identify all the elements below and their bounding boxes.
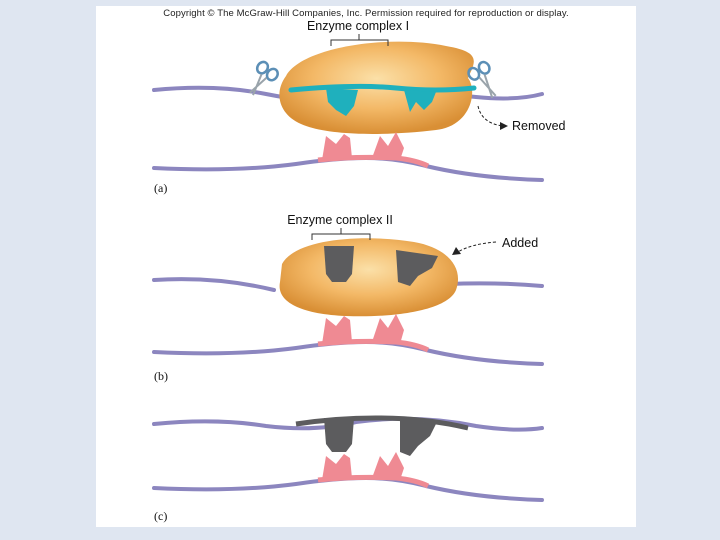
removed-label: Removed [512, 119, 566, 133]
panel-b-label: (b) [154, 369, 168, 383]
panel-a-label: (a) [154, 181, 167, 195]
bottom-strand-c [154, 478, 542, 500]
gray-base-1c [324, 418, 354, 452]
complex-2-bracket [312, 228, 370, 240]
bottom-strand-a [154, 158, 542, 180]
gray-base-1 [324, 246, 354, 282]
dna-repair-figure: Copyright © The McGraw-Hill Companies, I… [96, 6, 636, 527]
bottom-strand-b [154, 342, 542, 364]
enzyme-complex-2 [280, 238, 458, 316]
top-strand-b-left [154, 279, 274, 290]
pink-base-2a [372, 132, 404, 160]
removed-arrowhead [500, 122, 508, 130]
top-strand-b-right [448, 283, 542, 286]
diagram-canvas: Enzyme complex I Removed (a) [96, 6, 636, 527]
panel-c: (c) [154, 418, 542, 523]
complex-2-label: Enzyme complex II [287, 213, 393, 227]
panel-c-label: (c) [154, 509, 167, 523]
pink-base-1b [322, 316, 352, 344]
panel-b: Enzyme complex II Added (b) [154, 213, 542, 383]
added-label: Added [502, 236, 538, 250]
pink-base-2c [372, 452, 404, 480]
complex-1-label: Enzyme complex I [307, 19, 409, 33]
pink-base-1a [322, 134, 352, 160]
panel-a: Enzyme complex I Removed (a) [154, 19, 566, 195]
pink-base-1c [322, 454, 352, 480]
added-arrow [458, 242, 496, 252]
pink-base-2b [372, 314, 404, 344]
gray-base-2c [400, 420, 436, 456]
